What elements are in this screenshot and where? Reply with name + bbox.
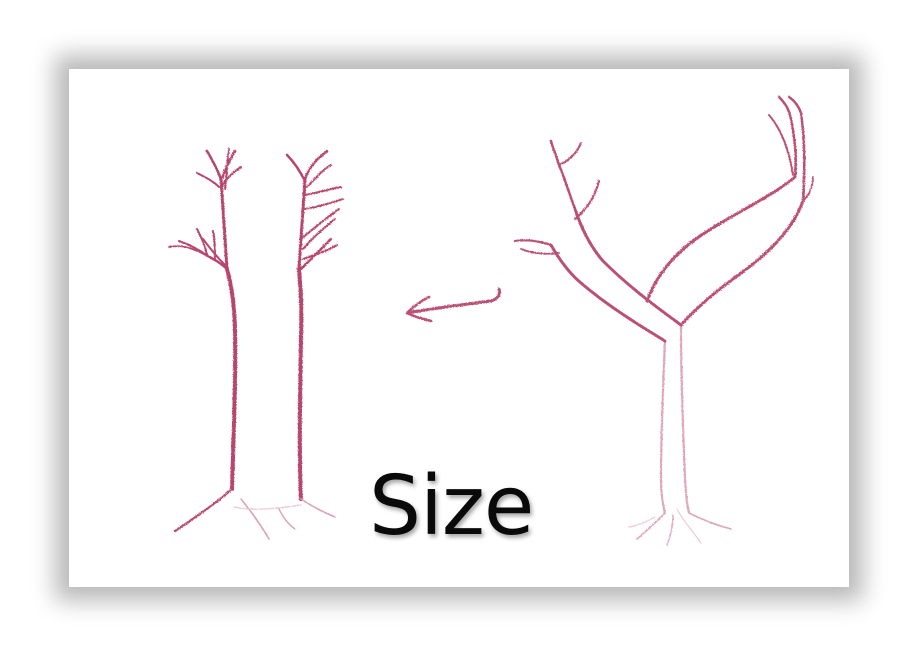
caption-label: Size — [369, 459, 534, 554]
small-crown-tree-sketch — [168, 148, 344, 540]
wide-crown-tree-sketch — [513, 95, 814, 546]
left-arrow-icon — [405, 287, 501, 323]
sketch-canvas — [168, 95, 814, 546]
slide-card: Size — [69, 69, 849, 587]
